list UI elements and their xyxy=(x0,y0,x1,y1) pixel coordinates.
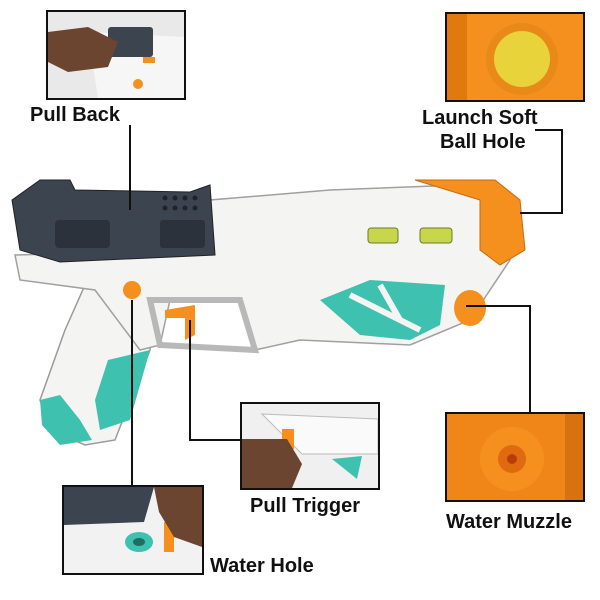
grip-teal-panel xyxy=(40,395,92,445)
label-pull-back: Pull Back xyxy=(30,104,121,126)
label-pull-trigger: Pull Trigger xyxy=(250,495,361,517)
level-window-1 xyxy=(367,227,399,244)
grip-teal-back xyxy=(95,350,150,430)
inset-launch-ball-hole xyxy=(445,12,585,102)
inset-water-muzzle xyxy=(445,412,585,502)
inset-pull-back xyxy=(46,10,186,100)
inset-pull-trigger xyxy=(240,402,380,490)
level-window-2 xyxy=(419,227,453,244)
callout-leader-lines xyxy=(129,125,563,485)
water-hole-plug xyxy=(123,281,141,299)
label-water-muzzle: Water Muzzle xyxy=(446,511,572,533)
inset-water-hole xyxy=(62,485,204,575)
label-water-hole: Water Hole xyxy=(210,555,314,577)
ball-muzzle xyxy=(414,179,526,266)
pump-grip-ribs xyxy=(55,220,110,248)
label-launch-ball-hole-line2: Ball Hole xyxy=(440,131,526,153)
label-launch-ball-hole-line1: Launch Soft xyxy=(422,107,538,129)
water-muzzle-tip xyxy=(454,290,486,326)
trigger-guard xyxy=(146,297,260,354)
trigger xyxy=(165,305,195,340)
